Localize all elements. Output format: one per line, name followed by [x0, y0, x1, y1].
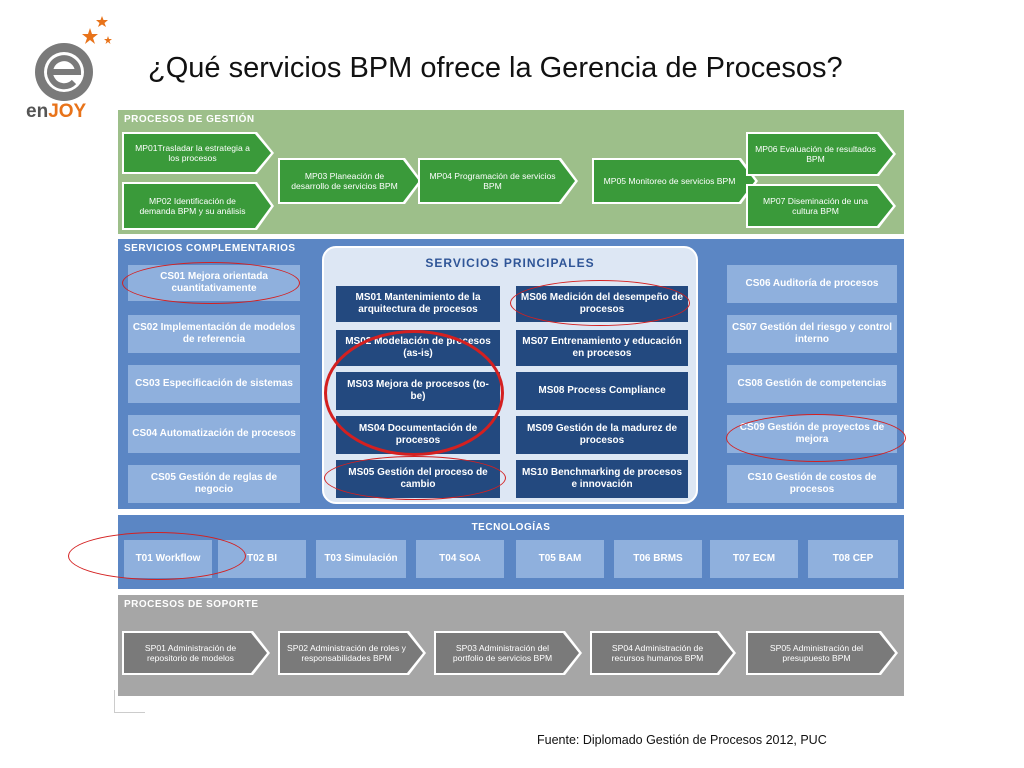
soporte-item-label: SP04 Administración de recursos humanos …	[592, 633, 733, 673]
ms09-box: MS09 Gestión de la madurez de procesos	[516, 416, 688, 454]
gestion-title: PROCESOS DE GESTIÓN	[124, 114, 255, 125]
ms07-box: MS07 Entrenamiento y educación en proces…	[516, 330, 688, 366]
gestion-item-mp06: MP06 Evaluación de resultados BPM	[746, 132, 896, 176]
ms05-box: MS05 Gestión del proceso de cambio	[336, 460, 500, 498]
cs07-box: CS07 Gestión del riesgo y control intern…	[727, 315, 897, 353]
soporte-item-sp01: SP01 Administración de repositorio de mo…	[122, 631, 270, 675]
tecnologias-panel: TECNOLOGÍAS T01 Workflow T02 BI T03 Simu…	[118, 515, 904, 589]
gestion-item-label: MP06 Evaluación de resultados BPM	[748, 134, 893, 174]
t04-box: T04 SOA	[416, 540, 504, 578]
ms03-box: MS03 Mejora de procesos (to-be)	[336, 372, 500, 410]
gestion-item-mp01: MP01Trasladar la estrategia a los proces…	[122, 132, 274, 174]
soporte-item-sp05: SP05 Administración del presupuesto BPM	[746, 631, 898, 675]
ms08-box: MS08 Process Compliance	[516, 372, 688, 410]
complementarios-title: SERVICIOS COMPLEMENTARIOS	[124, 243, 296, 254]
page-title: ¿Qué servicios BPM ofrece la Gerencia de…	[148, 52, 843, 84]
soporte-title: PROCESOS DE SOPORTE	[124, 599, 259, 610]
soporte-item-sp02: SP02 Administración de roles y responsab…	[278, 631, 426, 675]
gestion-panel: PROCESOS DE GESTIÓN MP01Trasladar la est…	[118, 110, 904, 234]
t06-box: T06 BRMS	[614, 540, 702, 578]
tecnologias-title: TECNOLOGÍAS	[471, 522, 551, 533]
gestion-item-label: MP02 Identificación de demanda BPM y su …	[124, 184, 271, 228]
gestion-item-label: MP05 Monitoreo de servicios BPM	[594, 160, 755, 202]
cs09-box: CS09 Gestión de proyectos de mejora	[727, 415, 897, 453]
ms04-box: MS04 Documentación de procesos	[336, 416, 500, 454]
ms02-box: MS02 Modelación de procesos (as-is)	[336, 330, 500, 366]
cs05-box: CS05 Gestión de reglas de negocio	[128, 465, 300, 503]
t08-box: T08 CEP	[808, 540, 898, 578]
source-note: Fuente: Diplomado Gestión de Procesos 20…	[537, 733, 827, 747]
soporte-item-label: SP05 Administración del presupuesto BPM	[748, 633, 895, 673]
soporte-item-sp04: SP04 Administración de recursos humanos …	[590, 631, 736, 675]
soporte-item-label: SP01 Administración de repositorio de mo…	[124, 633, 267, 673]
gestion-item-mp07: MP07 Diseminación de una cultura BPM	[746, 184, 896, 228]
gestion-item-mp05: MP05 Monitoreo de servicios BPM	[592, 158, 758, 204]
cs10-box: CS10 Gestión de costos de procesos	[727, 465, 897, 503]
ms01-box: MS01 Mantenimiento de la arquitectura de…	[336, 286, 500, 322]
principales-panel: SERVICIOS PRINCIPALES MS01 Mantenimiento…	[322, 246, 698, 504]
ms10-box: MS10 Benchmarking de procesos e innovaci…	[516, 460, 688, 498]
cs06-box: CS06 Auditoría de procesos	[727, 265, 897, 303]
gestion-item-label: MP04 Programación de servicios BPM	[420, 160, 575, 202]
cs01-box: CS01 Mejora orientada cuantitativamente	[128, 265, 300, 301]
t02-box: T02 BI	[218, 540, 306, 578]
cs03-box: CS03 Especificación de sistemas	[128, 365, 300, 403]
logo-word-joy: JOY	[48, 101, 87, 122]
t01-box: T01 Workflow	[124, 540, 212, 578]
cs02-box: CS02 Implementación de modelos de refere…	[128, 315, 300, 353]
logo-word-en: en	[26, 101, 49, 122]
gestion-item-mp03: MP03 Planeación de desarrollo de servici…	[278, 158, 422, 204]
soporte-item-label: SP03 Administración del portfolio de ser…	[436, 633, 579, 673]
gestion-item-label: MP03 Planeación de desarrollo de servici…	[280, 160, 419, 202]
enjoy-logo	[35, 16, 112, 101]
cs08-box: CS08 Gestión de competencias	[727, 365, 897, 403]
principales-title: SERVICIOS PRINCIPALES	[425, 256, 595, 270]
t07-box: T07 ECM	[710, 540, 798, 578]
soporte-panel: PROCESOS DE SOPORTE SP01 Administración …	[118, 595, 904, 696]
gestion-item-mp04: MP04 Programación de servicios BPM	[418, 158, 578, 204]
soporte-item-sp03: SP03 Administración del portfolio de ser…	[434, 631, 582, 675]
t05-box: T05 BAM	[516, 540, 604, 578]
gestion-item-label: MP01Trasladar la estrategia a los proces…	[124, 134, 271, 172]
soporte-item-label: SP02 Administración de roles y responsab…	[280, 633, 423, 673]
logo-wordmark: enJOY	[26, 101, 86, 123]
cs04-box: CS04 Automatización de procesos	[128, 415, 300, 453]
t03-box: T03 Simulación	[316, 540, 406, 578]
gestion-item-label: MP07 Diseminación de una cultura BPM	[748, 186, 893, 226]
corner-mark	[114, 690, 145, 713]
gestion-item-mp02: MP02 Identificación de demanda BPM y su …	[122, 182, 274, 230]
ms06-box: MS06 Medición del desempeño de procesos	[516, 286, 688, 322]
